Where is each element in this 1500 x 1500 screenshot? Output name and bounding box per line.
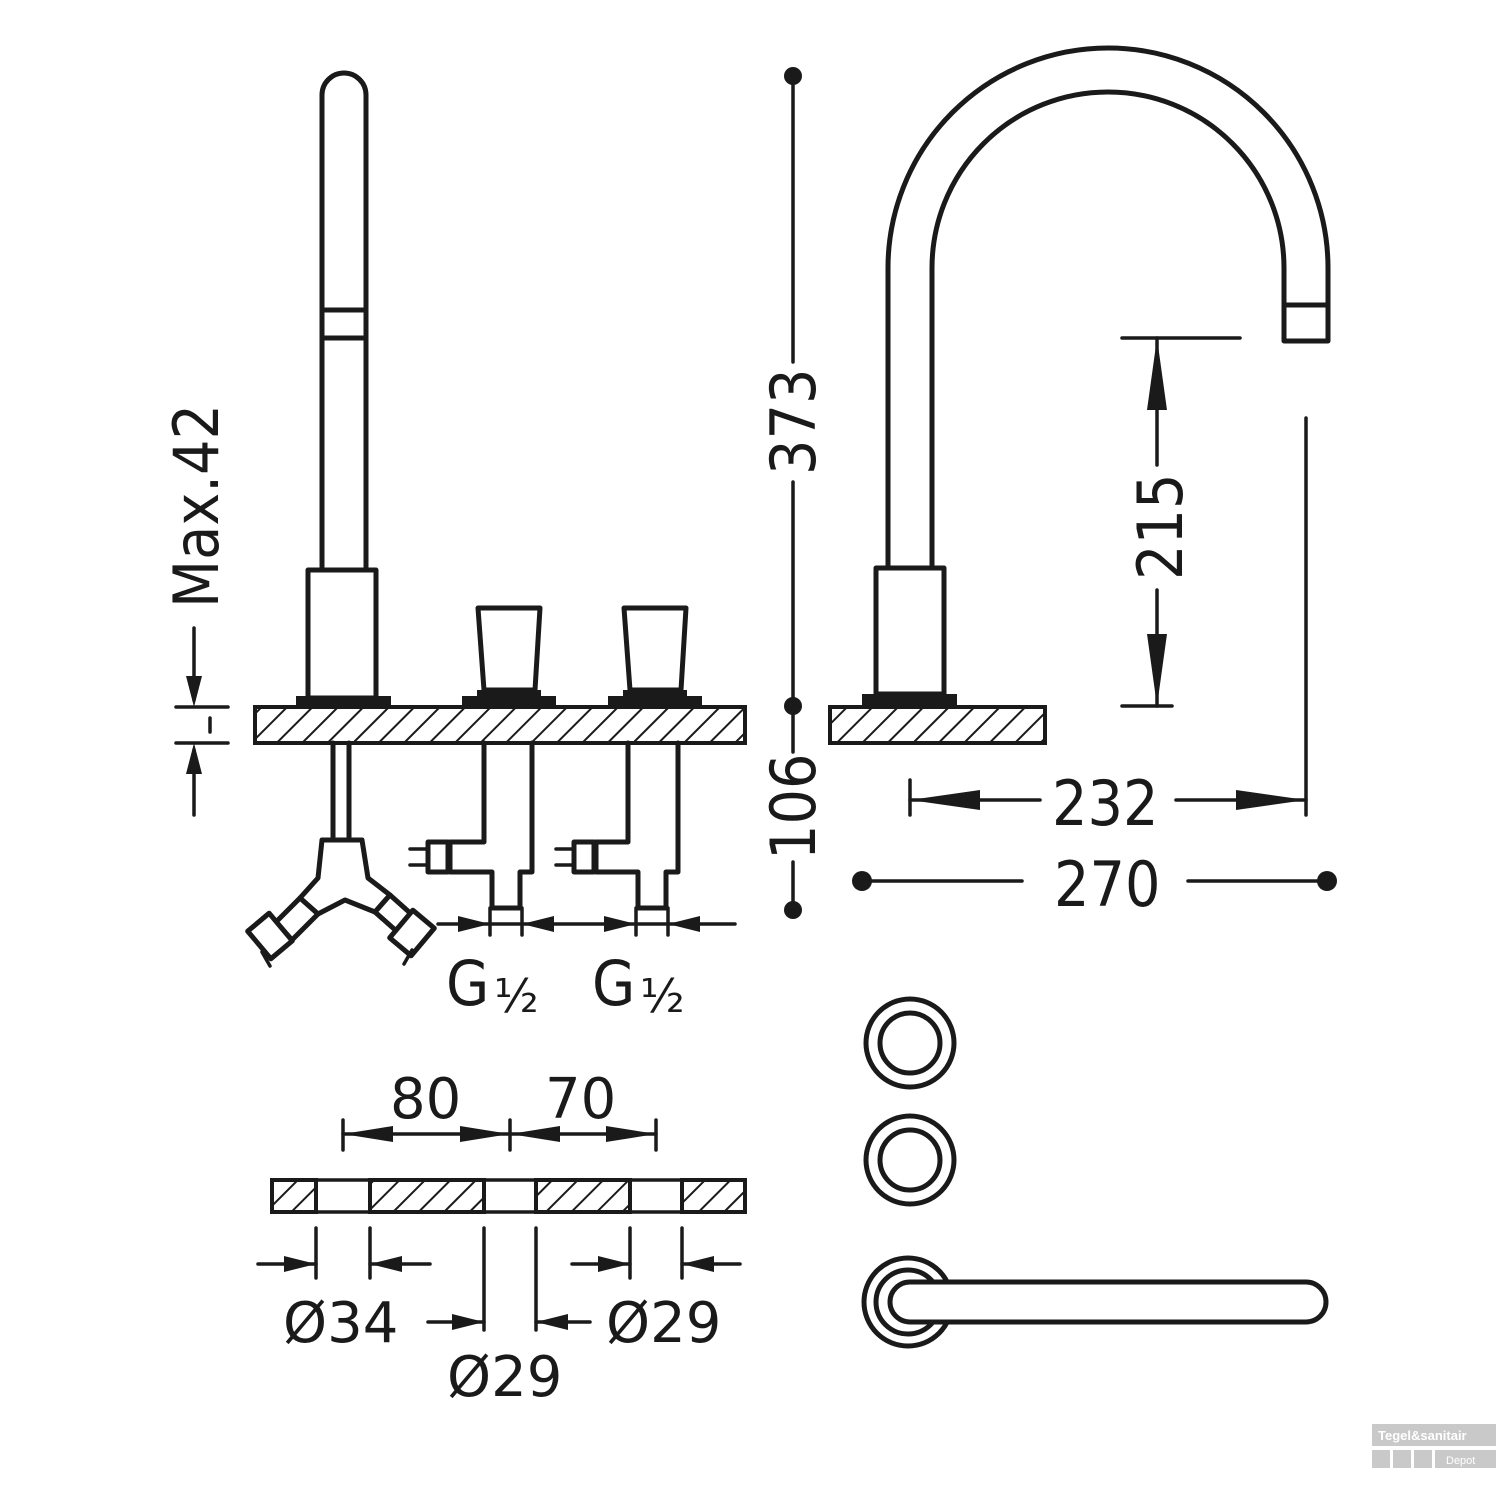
- deck-section-side: [828, 705, 1047, 745]
- watermark-line2: Depot: [1446, 1455, 1475, 1467]
- dim-label-70: 70: [545, 1067, 616, 1132]
- plan-handle-middle: [863, 1113, 957, 1207]
- dim-label-80: 80: [390, 1067, 461, 1132]
- dimension-spacing: 80 70: [341, 1067, 658, 1152]
- valve-handle-right: [608, 605, 702, 707]
- dimension-270: 270: [852, 848, 1337, 921]
- watermark-logo: Tegel&sanitair Depot: [1372, 1424, 1496, 1468]
- dim-label-thread-2-fraction: ½: [640, 969, 685, 1023]
- spout-column: [296, 70, 391, 707]
- dimension-diameters: Ø34 Ø29 Ø29: [256, 1226, 742, 1410]
- dimension-373-106: 373 106: [757, 67, 830, 919]
- dim-label-thread-1-fraction: ½: [494, 969, 539, 1023]
- deck-hole-section: 80 70 Ø34 Ø29 Ø29: [256, 1067, 747, 1410]
- plan-handle-top: [863, 996, 957, 1090]
- dim-label-106: 106: [757, 754, 830, 860]
- dim-label-232: 232: [1052, 767, 1158, 840]
- valve-handle-left: [462, 605, 556, 707]
- dim-label-max42: Max.42: [160, 404, 233, 608]
- dimension-thread: G ½ G ½: [436, 906, 737, 1023]
- gooseneck-spout: [862, 45, 1331, 706]
- dim-label-dia29-right: Ø29: [606, 1291, 721, 1356]
- dimension-max42: Max.42: [160, 404, 233, 817]
- watermark-line1: Tegel&sanitair: [1378, 1428, 1467, 1443]
- dim-label-373: 373: [757, 369, 830, 475]
- dim-label-dia34: Ø34: [283, 1291, 398, 1356]
- dim-label-215: 215: [1124, 474, 1197, 580]
- dimension-215: 215: [1120, 336, 1242, 708]
- plan-view: [861, 996, 1329, 1349]
- dim-label-thread-1: G: [446, 947, 489, 1020]
- dim-label-dia29-center: Ø29: [447, 1345, 562, 1410]
- mixer-connector: [245, 740, 437, 968]
- dimension-232: 232: [908, 416, 1308, 840]
- valve-body-left: [408, 740, 535, 911]
- side-view: 215 232 270: [828, 45, 1337, 921]
- front-view: Max.42 373 106 G ½ G: [160, 67, 830, 1023]
- plan-spout: [861, 1255, 1329, 1349]
- dim-label-270: 270: [1054, 848, 1160, 921]
- valve-body-right: [554, 740, 681, 911]
- deck-section: [253, 705, 747, 745]
- dim-label-thread-2: G: [592, 947, 635, 1020]
